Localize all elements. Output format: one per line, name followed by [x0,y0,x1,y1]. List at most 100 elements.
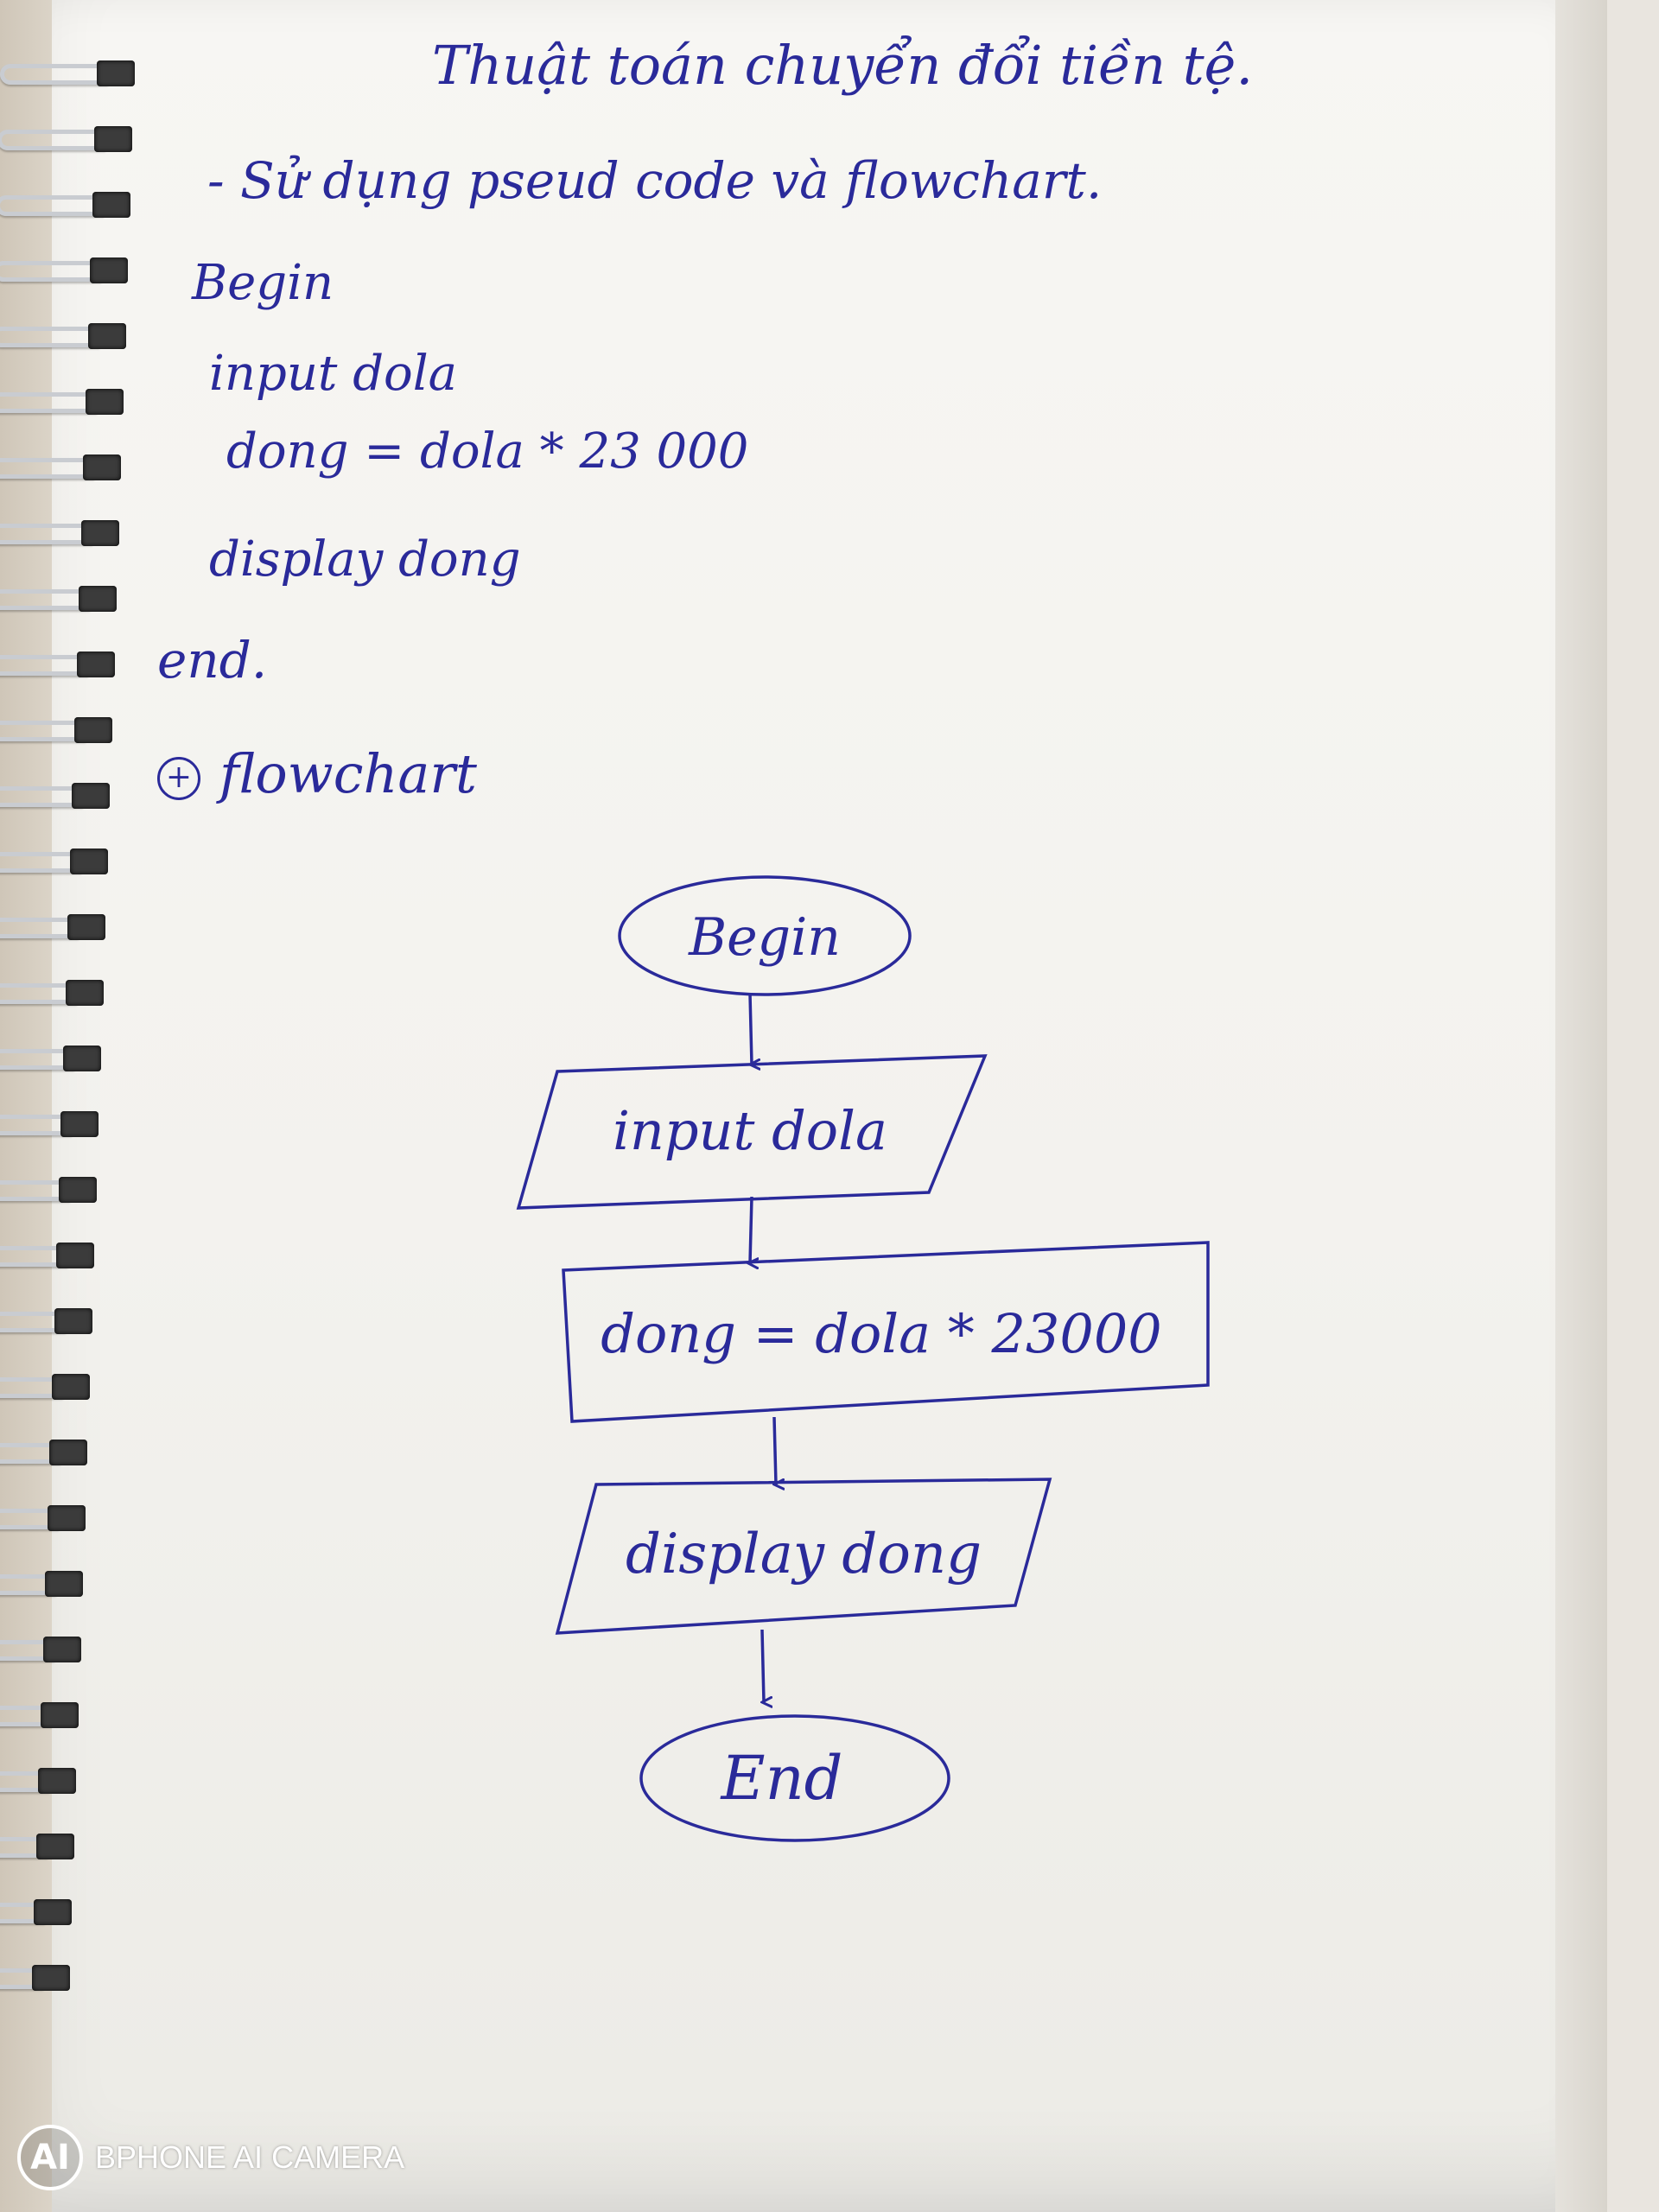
spiral-ring [0,1571,86,1597]
spiral-ring [0,60,138,86]
spiral-wire [0,1509,59,1529]
pseudocode-end: end. [157,631,268,690]
binding-hole [87,323,126,349]
camera-logo-icon: AI [17,2125,83,2190]
spiral-wire [0,1246,68,1267]
spiral-wire [0,983,77,1004]
binding-hole [72,783,111,809]
spiral-ring [0,454,124,480]
circle-plus-icon: + [157,756,200,800]
flowchart-stop-node [639,1714,950,1842]
spiral-ring [0,1834,78,1859]
spiral-wire [0,130,106,150]
binding-hole [41,1702,79,1728]
flowchart-start-node [618,875,912,996]
spiral-wire [0,1706,52,1726]
flowchart-arrow-3 [774,1416,776,1484]
spiral-wire [0,458,95,479]
spiral-ring [0,126,136,152]
binding-hole [56,1243,95,1268]
spiral-ring [0,1177,100,1203]
pseudocode-input: input dola [209,346,458,402]
binding-hole [34,1899,73,1925]
spiral-wire [0,195,104,216]
flowchart-start-label: Begin [688,907,841,968]
spiral-ring [0,1308,96,1334]
spiral-wire [0,589,91,610]
spiral-ring [0,1965,73,1991]
flowchart-process-node [562,1241,1210,1423]
binding-hole [74,717,112,743]
flowchart-process-label: dong = dola * 23000 [601,1302,1161,1365]
flowchart-arrow-4 [762,1629,764,1702]
flowchart-output-node [555,1478,1052,1635]
flowchart-heading: +flowchart [157,747,477,801]
spiral-ring [0,1505,89,1531]
spiral-wire [0,524,92,544]
spiral-wire [0,852,81,873]
spiral-wire [0,786,84,807]
binding-hole [90,257,129,283]
spiral-wire [0,1377,63,1398]
spiral-binding [0,0,156,2212]
spiral-ring [0,717,116,743]
flowchart-stop-label: End [720,1743,843,1814]
spiral-ring [0,1768,79,1794]
pseudocode-assign: dong = dola * 23 000 [226,423,749,480]
spiral-wire [0,1903,46,1923]
flowchart-arrow-1 [750,993,752,1065]
spiral-wire [0,327,99,347]
binding-hole [80,520,119,546]
spiral-ring [0,323,130,349]
spiral-wire [0,1049,74,1070]
binding-hole [35,1834,74,1859]
spiral-ring [0,192,134,218]
spiral-ring [0,1899,75,1925]
binding-hole [54,1308,92,1334]
page-title: Thuật toán chuyển đổi tiền tệ. [432,34,1254,97]
spiral-wire [0,1443,61,1464]
notebook-page [52,0,1607,2212]
binding-hole [83,454,122,480]
spiral-wire [0,655,88,676]
binding-hole [52,1374,90,1400]
binding-hole [86,389,124,415]
spiral-ring [0,389,127,415]
flowchart-output-label: display dong [626,1522,982,1586]
binding-hole [58,1177,97,1203]
spiral-ring [0,914,109,940]
binding-hole [97,60,135,86]
binding-hole [47,1505,86,1531]
spiral-wire [0,1180,70,1201]
spiral-wire [0,1312,66,1332]
page-edge [1555,0,1607,2212]
spiral-ring [0,980,107,1006]
spiral-ring [0,1374,93,1400]
spiral-ring [0,1637,85,1662]
spiral-ring [0,1243,98,1268]
spiral-ring [0,1702,82,1728]
camera-watermark-text: BPHONE AI CAMERA [95,2139,405,2175]
spiral-ring [0,586,120,612]
spiral-ring [0,1111,102,1137]
spiral-wire [0,261,102,282]
spiral-wire [0,1574,57,1595]
spiral-ring [0,652,118,677]
flowchart-arrow-2 [750,1196,752,1263]
spiral-wire [0,1640,54,1661]
spiral-ring [0,783,113,809]
spiral-ring [0,1440,91,1465]
spiral-ring [0,520,123,546]
binding-hole [65,980,104,1006]
binding-hole [60,1111,99,1137]
spiral-wire [0,1771,50,1792]
spiral-wire [0,721,86,741]
binding-hole [49,1440,88,1465]
binding-hole [63,1046,101,1071]
binding-hole [76,652,115,677]
binding-hole [45,1571,84,1597]
binding-hole [42,1637,81,1662]
binding-hole [38,1768,77,1794]
page-subtitle: - Sử dụng pseud code và flowchart. [207,151,1103,210]
